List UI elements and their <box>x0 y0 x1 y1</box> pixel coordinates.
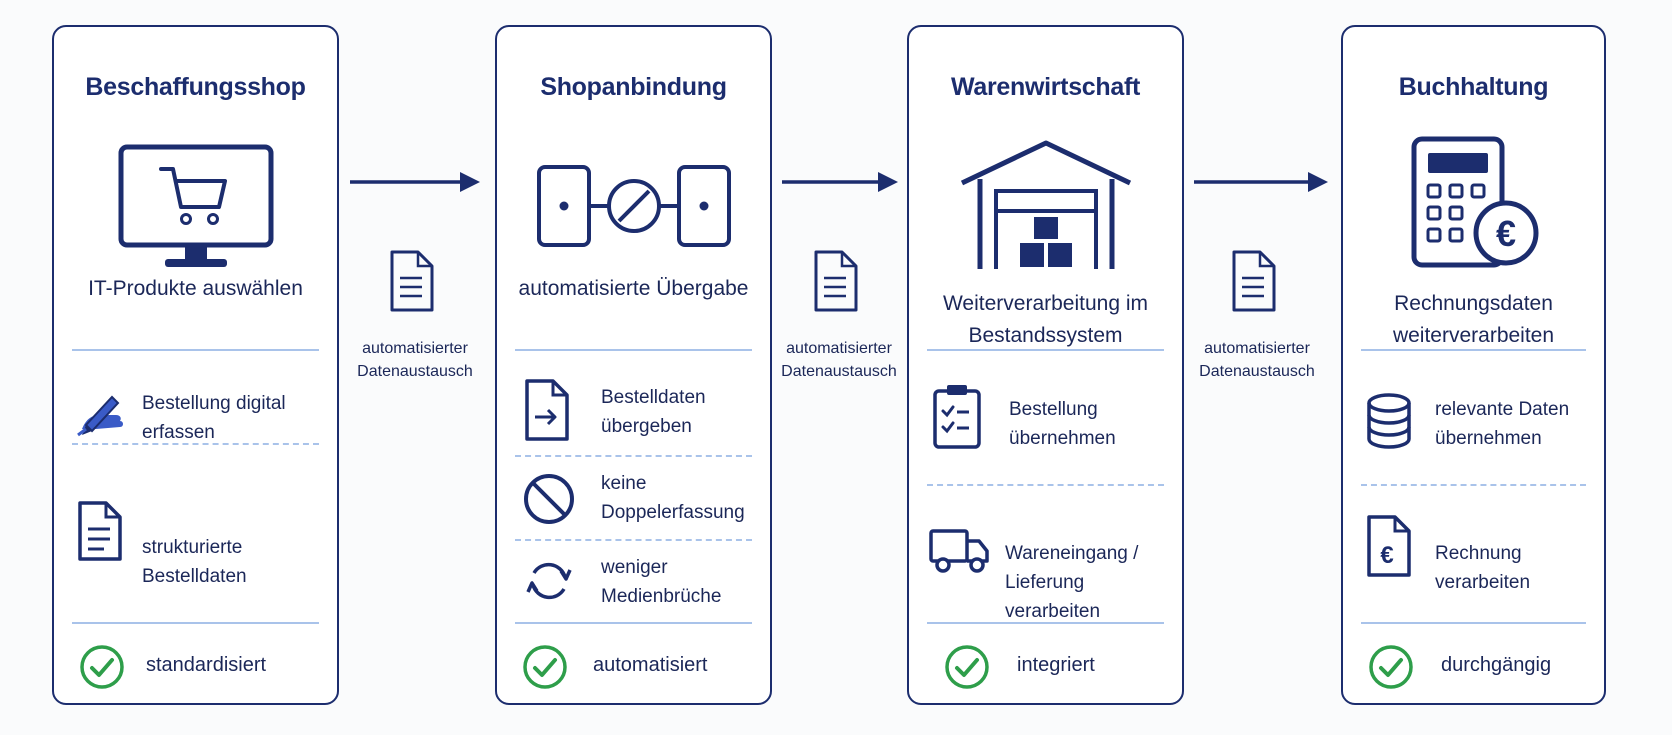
separator-dashed <box>515 455 752 457</box>
connector-label: automatisierter Datenaustausch <box>1199 340 1315 380</box>
separator-dashed <box>72 443 319 445</box>
euro-document-icon: € <box>1365 513 1415 584</box>
separator <box>1361 622 1586 624</box>
warehouse-icon <box>909 129 1182 279</box>
prohibited-icon <box>521 471 577 532</box>
status-badge: durchgängig <box>1441 654 1552 676</box>
stage-card-buchhaltung: Buchhaltung € Rechnungsdaten weiterverar… <box>1341 25 1606 705</box>
status-badge: integriert <box>1017 654 1095 676</box>
stage-subtitle: Rechnungsdaten weiterverarbeiten <box>1392 292 1555 347</box>
feature-text: strukturierte Bestelldaten <box>142 537 247 587</box>
stage-subtitle: Weiterverarbeitung im Bestandssystem <box>942 292 1149 347</box>
separator <box>927 622 1164 624</box>
feature-text: Wareneingang / Lieferung verarbeiten <box>1005 543 1139 622</box>
separator-dashed <box>1361 484 1586 486</box>
separator-dashed <box>515 539 752 541</box>
stage-subtitle: IT-Produkte auswählen <box>88 277 303 300</box>
stage-card-warenwirtschaft: Warenwirtschaft Weiterverarbeitung im Be… <box>907 25 1184 705</box>
separator <box>515 622 752 624</box>
arrow-right-icon <box>348 168 483 201</box>
feature-text: Bestelldaten übergeben <box>601 387 706 437</box>
document-arrow-icon <box>523 377 573 448</box>
separator <box>72 349 319 351</box>
separator <box>72 622 319 624</box>
feature-text: Bestellung digital erfassen <box>142 393 286 443</box>
checkmark-icon <box>943 643 991 696</box>
stage-subtitle: automatisierte Übergabe <box>518 277 749 300</box>
feature-text: Bestellung übernehmen <box>1009 399 1116 449</box>
feature-text: relevante Daten übernehmen <box>1435 399 1570 449</box>
database-icon <box>1363 391 1415 456</box>
calculator-euro-icon: € <box>1343 129 1604 279</box>
arrow-right-icon <box>1192 168 1332 201</box>
status-badge: automatisiert <box>593 654 708 676</box>
document-icon <box>812 248 862 319</box>
separator <box>515 349 752 351</box>
sync-icon <box>523 555 575 612</box>
separator-dashed <box>927 484 1164 486</box>
arrow-right-icon <box>780 168 900 201</box>
document-icon <box>76 499 126 568</box>
stage-title: Shopanbindung <box>540 73 727 101</box>
checkmark-icon <box>1367 643 1415 696</box>
separator <box>1361 349 1586 351</box>
feature-text: keine Doppelerfassung <box>601 473 745 523</box>
stage-title: Buchhaltung <box>1398 73 1549 101</box>
stage-title: Beschaffungsshop <box>85 73 306 101</box>
checkmark-icon <box>78 643 126 696</box>
svg-text:€: € <box>1380 542 1393 569</box>
stage-card-shopanbindung: Shopanbindung automatisierte Übergabe Be… <box>495 25 772 705</box>
status-badge: standardisiert <box>146 654 267 676</box>
monitor-cart-icon <box>54 129 337 279</box>
feature-text: Rechnung verarbeiten <box>1435 543 1531 593</box>
connector-label: automatisierter Datenaustausch <box>781 340 897 380</box>
checkmark-icon <box>521 643 569 696</box>
separator <box>927 349 1164 351</box>
stage-card-beschaffungsshop: Beschaffungsshop IT-Produkte auswählen B… <box>52 25 339 705</box>
feature-text: weniger Medienbrüche <box>601 557 722 607</box>
truck-icon <box>927 525 993 584</box>
hand-pen-icon <box>72 385 132 450</box>
document-icon <box>1230 248 1280 319</box>
connector-icon <box>497 129 770 279</box>
connector-label: automatisierter Datenaustausch <box>357 340 473 380</box>
clipboard-check-icon <box>931 383 983 456</box>
svg-text:€: € <box>1495 213 1515 254</box>
stage-title: Warenwirtschaft <box>950 73 1141 101</box>
document-icon <box>388 248 438 319</box>
